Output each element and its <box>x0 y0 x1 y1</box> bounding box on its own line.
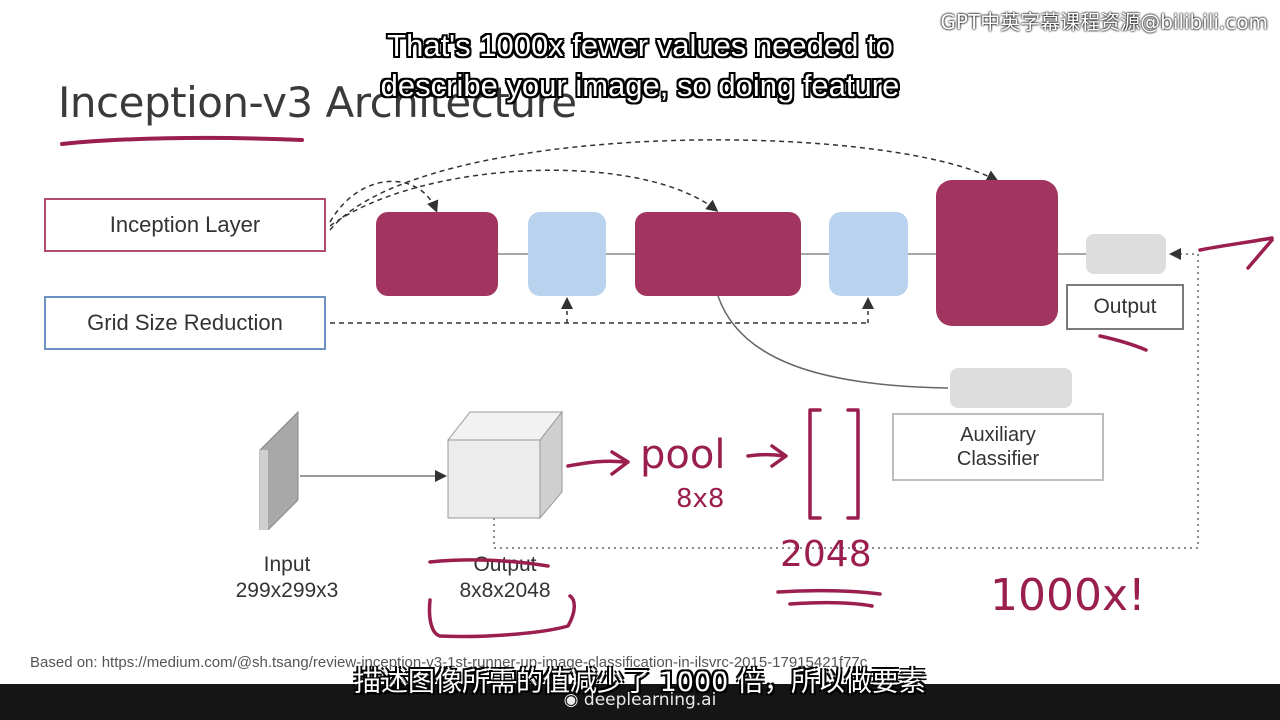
output-label: Output <box>1093 295 1157 318</box>
footer-bar <box>0 684 1280 720</box>
input-label-line-2: 299x299x3 <box>235 579 339 603</box>
source-citation: Based on: https://medium.com/@sh.tsang/r… <box>30 654 868 671</box>
legend-grid-label: Grid Size Reduction <box>87 310 283 335</box>
title-underline <box>60 135 304 146</box>
brand-logo: ◉ deeplearning.ai <box>0 690 1280 710</box>
output-tensor-line-2: 8x8x2048 <box>459 579 551 603</box>
inception-block-3 <box>936 180 1058 326</box>
input-label: Input 299x299x3 <box>206 552 368 605</box>
english-subtitle-line-2: describe your image, so doing feature <box>380 68 900 103</box>
brand-text: deeplearning.ai <box>583 690 717 710</box>
legend-grid-size-reduction: Grid Size Reduction <box>44 296 326 350</box>
reduction-block-1 <box>528 212 606 296</box>
chinese-subtitle: 描述图像所需的值减少了 1000 倍，所以做要素 <box>354 667 926 698</box>
auxiliary-feature-block <box>950 368 1072 408</box>
reduction-block-2 <box>829 212 908 296</box>
reduction-annotation: 1000x! <box>990 570 1146 621</box>
inception-block-1 <box>376 212 498 296</box>
pool-annotation: pool <box>640 432 726 478</box>
input-label-line-1: Input <box>263 553 311 576</box>
english-subtitle-line-1: That's 1000x fewer values needed to <box>387 28 893 63</box>
slide-title: Inception-v3 Architecture <box>58 78 577 127</box>
aux-line-1: Auxiliary <box>960 424 1036 446</box>
legend-inception-label: Inception Layer <box>109 212 261 237</box>
channel-watermark: GPT中英字幕课程资源@bilibili.com <box>940 10 1268 34</box>
inception-block-2 <box>635 212 801 296</box>
pool-size-annotation: 8x8 <box>676 484 725 514</box>
legend-inception-layer: Inception Layer <box>44 198 326 252</box>
tensor-shapes <box>259 410 564 530</box>
aux-line-2: Classifier <box>956 448 1040 470</box>
output-label-box: Output <box>1066 284 1184 330</box>
output-feature-block <box>1086 234 1166 274</box>
vector-size-annotation: 2048 <box>780 534 872 575</box>
auxiliary-classifier-box: Auxiliary Classifier <box>892 413 1104 481</box>
brand-icon: ◉ <box>563 690 584 710</box>
